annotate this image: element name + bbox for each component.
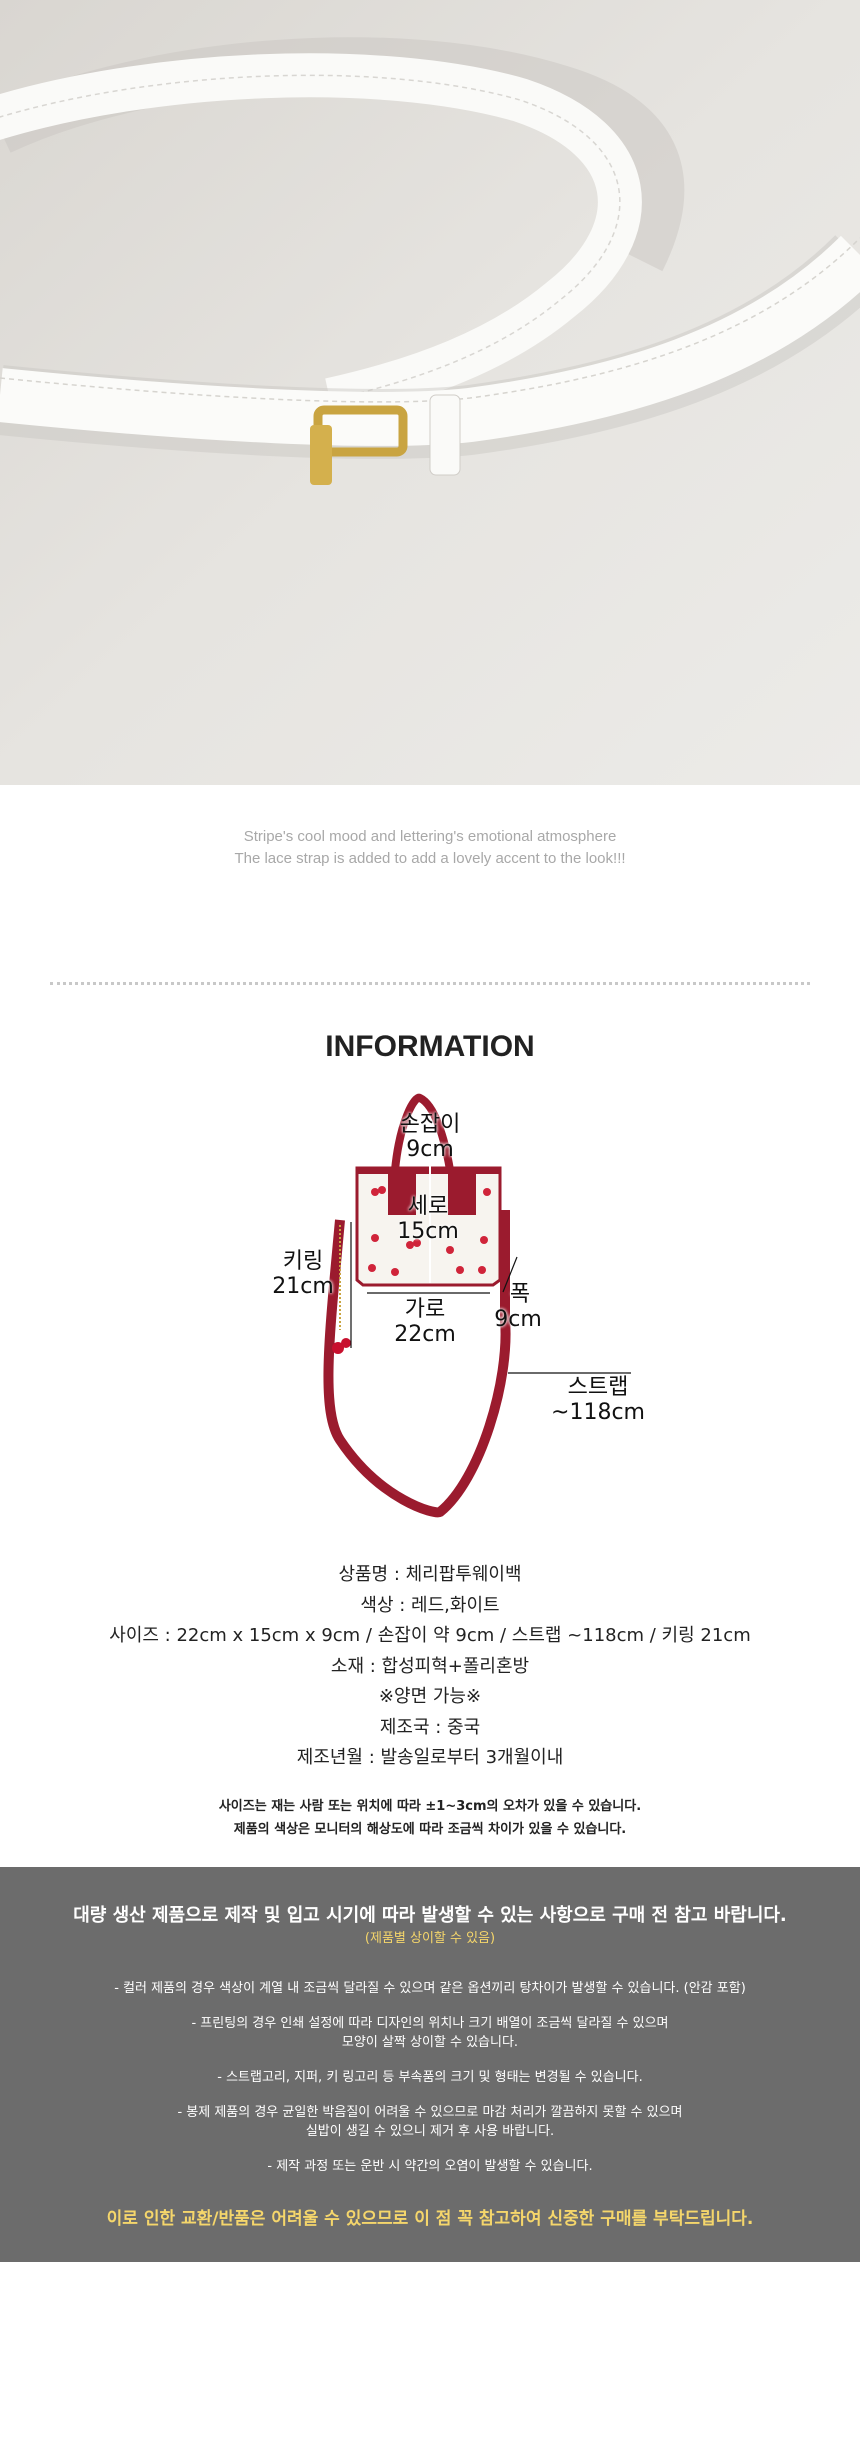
spec-reversible: ※양면 가능※ [378, 1686, 482, 1707]
product-photo-strap [0, 0, 860, 785]
spec-material: 소재 : 합성피혁+폴리혼방 [330, 1655, 530, 1677]
size-notes: 사이즈는 재는 사람 또는 위치에 따라 ±1~3cm의 오차가 있을 수 있습… [0, 1795, 860, 1841]
notice-item: - 봉제 제품의 경우 균일한 박음질이 어려울 수 있으므로 마감 처리가 깔… [0, 2103, 860, 2141]
notice-footer: 이로 인한 교환/반품은 어려울 수 있으므로 이 점 꼭 참고하여 신중한 구… [106, 2209, 754, 2229]
notice-item: - 프린팅의 경우 인쇄 설정에 따라 디자인의 위치나 크기 배열이 조금씩 … [0, 2014, 860, 2052]
spec-origin: 제조국 : 중국 [379, 1716, 481, 1738]
notice-item-line: - 스트랩고리, 지퍼, 키 링고리 등 부속품의 크기 및 형태는 변경될 수… [217, 2070, 643, 2085]
strap-label: 스트랩 [567, 1375, 629, 1400]
notice-box: 대량 생산 제품으로 제작 및 입고 시기에 따라 발생할 수 있는 사항으로 … [0, 1867, 860, 2262]
height-value: 15cm [397, 1219, 459, 1244]
spec-size: 사이즈 : 22cm x 15cm x 9cm / 손잡이 약 9cm / 스트… [109, 1625, 751, 1646]
spec-manufacture-date: 제조년월 : 발송일로부터 3개월이내 [296, 1747, 564, 1768]
handle-label: 손잡이 [399, 1112, 461, 1137]
depth-label: 폭 [509, 1282, 531, 1307]
strap-value: ~118cm [551, 1400, 645, 1425]
notice-item-line: 모양이 살짝 상이할 수 있습니다. [341, 2035, 519, 2050]
spec-color: 색상 : 레드,화이트 [360, 1594, 500, 1616]
size-diagram: 손잡이 9cm 세로 15cm 키링 21cm 가로 22cm 폭 9cm 스트… [260, 1080, 660, 1520]
notice-heading: 대량 생산 제품으로 제작 및 입고 시기에 따라 발생할 수 있는 사항으로 … [73, 1905, 787, 1926]
caption-line-2: The lace strap is added to add a lovely … [234, 850, 626, 867]
note-color-difference: 제품의 색상은 모니터의 해상도에 따라 조금씩 차이가 있을 수 있습니다. [233, 1822, 627, 1837]
handle-value: 9cm [406, 1137, 454, 1162]
width-value: 22cm [394, 1322, 456, 1347]
note-size-tolerance: 사이즈는 재는 사람 또는 위치에 따라 ±1~3cm의 오차가 있을 수 있습… [218, 1799, 642, 1814]
height-label: 세로 [407, 1194, 449, 1219]
notice-item: - 제작 과정 또는 운반 시 약간의 오염이 발생할 수 있습니다. [0, 2157, 860, 2176]
caption-line-1: Stripe's cool mood and lettering's emoti… [243, 828, 617, 845]
spec-product-name: 상품명 : 체리팝투웨이백 [338, 1564, 522, 1585]
keyring-label: 키링 [282, 1249, 324, 1274]
notice-item: - 스트랩고리, 지퍼, 키 링고리 등 부속품의 크기 및 형태는 변경될 수… [0, 2068, 860, 2087]
width-label: 가로 [404, 1297, 446, 1322]
notice-item-line: - 프린팅의 경우 인쇄 설정에 따라 디자인의 위치나 크기 배열이 조금씩 … [191, 2016, 669, 2031]
notice-item-line: - 컬러 제품의 경우 색상이 계열 내 조금씩 달라질 수 있으며 같은 옵션… [114, 1981, 746, 1996]
notice-item-line: - 제작 과정 또는 운반 시 약간의 오염이 발생할 수 있습니다. [267, 2159, 593, 2174]
notice-subheading: (제품별 상이할 수 있음) [364, 1931, 496, 1946]
notice-item-line: 실밥이 생길 수 있으니 제거 후 사용 바랍니다. [305, 2124, 555, 2139]
bag-illustration [323, 1093, 631, 1518]
keyring-value: 21cm [272, 1274, 334, 1299]
depth-value: 9cm [494, 1307, 542, 1332]
notice-item-line: - 봉제 제품의 경우 균일한 박음질이 어려울 수 있으므로 마감 처리가 깔… [177, 2105, 683, 2120]
spec-list: 상품명 : 체리팝투웨이백 색상 : 레드,화이트 사이즈 : 22cm x 1… [0, 1560, 860, 1774]
notice-item: - 컬러 제품의 경우 색상이 계열 내 조금씩 달라질 수 있으며 같은 옵션… [0, 1979, 860, 1998]
information-heading: INFORMATION [325, 1030, 535, 1063]
dotted-divider [50, 982, 810, 985]
